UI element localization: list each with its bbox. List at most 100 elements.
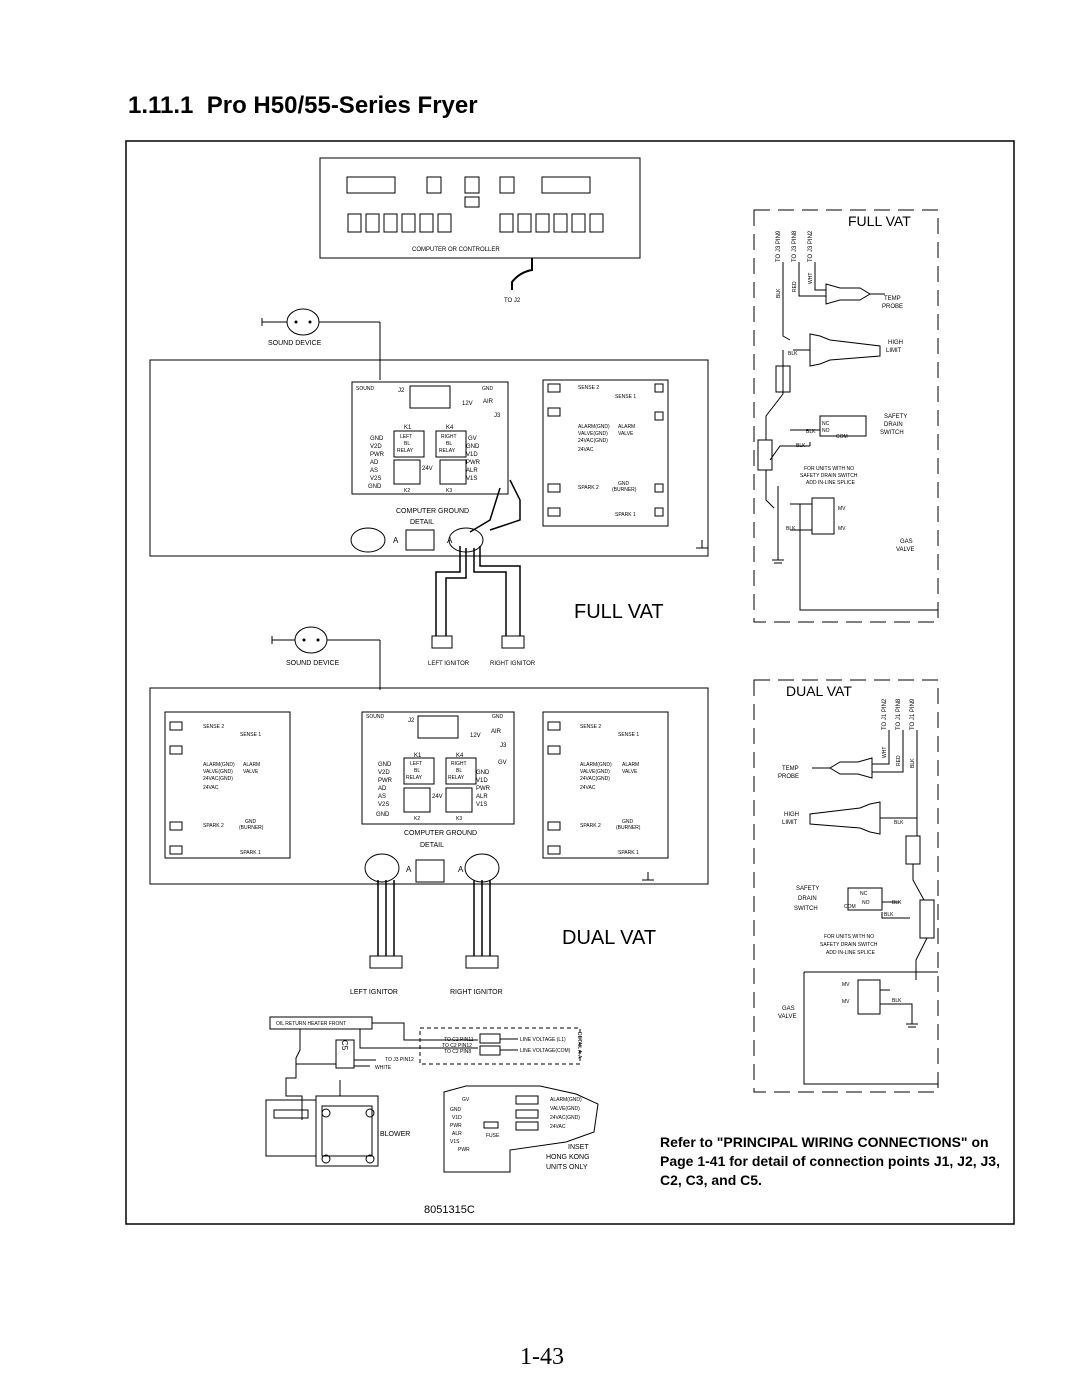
dl-alarm: ALARM (243, 762, 260, 768)
fv-switch: SWITCH (880, 430, 904, 436)
board-bl-right: BL (446, 441, 452, 447)
fv-safety-drain-switch: SAFETY DRAIN SWITCH (800, 473, 858, 479)
db-ad: AD (378, 786, 387, 792)
board-j3-label: J3 (494, 413, 501, 419)
dr-burner: (BURNER) (616, 825, 641, 831)
full-vat-ignitors: LEFT IGNITOR RIGHT IGNITOR (428, 635, 536, 667)
to-c2-pin8: TO C2 PIN8 (444, 1049, 471, 1055)
fv-blk-3: BLK (796, 443, 806, 449)
dv-wire-wht: WHT (882, 747, 888, 758)
dual-vat-interface-board: SOUND J2 GND 12V AIR J3 K1 K4 LEFT BL RE… (361, 711, 515, 825)
full-vat-inset: FULL VAT TO J3 PIN9 TO J3 PIN8 TO J3 PIN… (753, 209, 939, 623)
board-k3: K3 (446, 488, 452, 494)
dr-24vac-gnd: 24VAC(GND) (580, 776, 610, 782)
ign-sense1: SENSE 1 (615, 394, 636, 400)
ign-24vac: 24VAC (578, 447, 594, 453)
dr-24vac: 24VAC (580, 785, 596, 791)
to-j3-pin12: TO J3 PIN12 (385, 1057, 414, 1063)
to-c2-pin11: TO C2 PIN11 (444, 1037, 474, 1043)
fv-blk-1: BLK (788, 351, 798, 357)
hk-gnd: GND (450, 1107, 462, 1113)
line-voltage-com: LINE VOLTAGE(COM) (520, 1048, 571, 1054)
inset-label: INSET (568, 1144, 589, 1151)
fv-nc: NC (822, 421, 830, 427)
fv-wire-pin2: TO J3 PIN2 (808, 230, 814, 262)
db-j3: J3 (500, 743, 507, 749)
oil-return-label: OIL RETURN HEATER FRONT (276, 1021, 346, 1027)
dr-sense2: SENSE 2 (580, 724, 601, 730)
board-24v: 24V (422, 466, 433, 472)
dl-valve: VALVE (243, 769, 259, 775)
ign-burner: (BURNER) (612, 487, 637, 493)
dv-switch: SWITCH (794, 906, 818, 912)
hk-pwr2: PWR (458, 1147, 470, 1153)
dv-wire-pin9: TO J1 PIN9 (910, 698, 916, 730)
full-vat-enclosure (149, 359, 709, 557)
dr-sense1: SENSE 1 (618, 732, 639, 738)
dv-gas: GAS (782, 1006, 795, 1012)
controller-panel: COMPUTER OR CONTROLLER TO J2 (319, 157, 641, 304)
page-number: 1-43 (520, 1344, 564, 1370)
dv-add-splice: ADD IN-LINE SPLICE (826, 950, 876, 956)
dr-valve-gnd: VALVE(GND) (580, 769, 610, 775)
dual-vat-computer-ground: COMPUTER GROUND DETAIL A A (364, 830, 654, 883)
dl-sense2: SENSE 2 (203, 724, 224, 730)
db-k1: K1 (414, 753, 422, 759)
dv-probe: PROBE (778, 774, 799, 780)
db-bl-r: BL (456, 768, 462, 774)
detail-aa-label: DETAIL A-A (576, 1032, 582, 1059)
hk-fuse: FUSE (486, 1133, 500, 1139)
blower-label: BLOWER (380, 1131, 410, 1138)
section-number: 1.11.1 (128, 92, 194, 119)
dl-alarm-gnd: ALARM(GND) (203, 762, 235, 768)
dl-spark1: SPARK 1 (240, 850, 261, 856)
full-vat-detail-label: DETAIL (410, 519, 434, 526)
db-sound: SOUND (366, 714, 384, 720)
board-relay-left: RELAY (397, 448, 414, 454)
board-ad: AD (370, 460, 379, 466)
fv-valve: VALVE (896, 547, 914, 553)
fv-wire-red: RED (792, 281, 798, 292)
dv-limit: LIMIT (782, 820, 798, 826)
dual-vat-ignitor-wiring (377, 880, 491, 956)
dv-drain: DRAIN (798, 896, 817, 902)
full-vat-detail-a-right: A (447, 536, 453, 545)
dual-detail-label: DETAIL (420, 842, 444, 849)
dual-vat-left-ignition-module: SENSE 2 SENSE 1 ALARM(GND) VALVE(GND) 24… (164, 711, 291, 859)
sound-device-label: SOUND DEVICE (268, 340, 322, 347)
line-voltage-l1: LINE VOLTAGE (L1) (520, 1037, 566, 1043)
ign-valve: VALVE (618, 431, 634, 437)
to-j2-label: TO J2 (504, 298, 521, 304)
hk-gv: GV (462, 1097, 470, 1103)
fv-probe: PROBE (882, 304, 903, 310)
dv-blk-3: BLK (884, 912, 894, 918)
dv-for-units: FOR UNITS WITH NO (824, 934, 874, 940)
hk-pwr: PWR (450, 1123, 462, 1129)
dv-wire-blk: BLK (910, 758, 916, 768)
hk-v1d: V1D (452, 1115, 462, 1121)
drawing-number: 8051315C (424, 1204, 475, 1216)
diagram-frame (125, 140, 1015, 1225)
board-gnd-label: GND (482, 386, 494, 392)
board-relay-right: RELAY (439, 448, 456, 454)
board-left-relay: LEFT (400, 434, 412, 440)
full-vat-computer-ground: COMPUTER GROUND DETAIL A A (350, 508, 708, 553)
board-bl-left: BL (404, 441, 410, 447)
dv-wire-pin2: TO J1 PIN2 (882, 698, 888, 730)
dv-blk-2: BLK (892, 900, 902, 906)
dl-spark2: SPARK 2 (203, 823, 224, 829)
fv-wire-pin8: TO J3 PIN8 (792, 230, 798, 262)
dual-vat-inset: DUAL VAT TO J1 PIN2 TO J1 PIN8 TO J1 PIN… (753, 679, 939, 1093)
hk-24vac-gnd: 24VAC(GND) (550, 1115, 580, 1121)
board-k1-label: K1 (404, 425, 412, 431)
dual-vat-enclosure (149, 687, 709, 885)
db-right: RIGHT (451, 761, 467, 767)
board-gv: GV (468, 436, 477, 442)
fv-no: NO (822, 428, 830, 434)
white-wire-label: WHITE (375, 1065, 392, 1071)
fv-wire-pin9: TO J3 PIN9 (776, 230, 782, 262)
full-vat-ignitor-wiring (435, 479, 521, 636)
board-k4-label: K4 (446, 425, 454, 431)
dv-blk-1: BLK (894, 820, 904, 826)
db-k2: K2 (414, 816, 420, 822)
